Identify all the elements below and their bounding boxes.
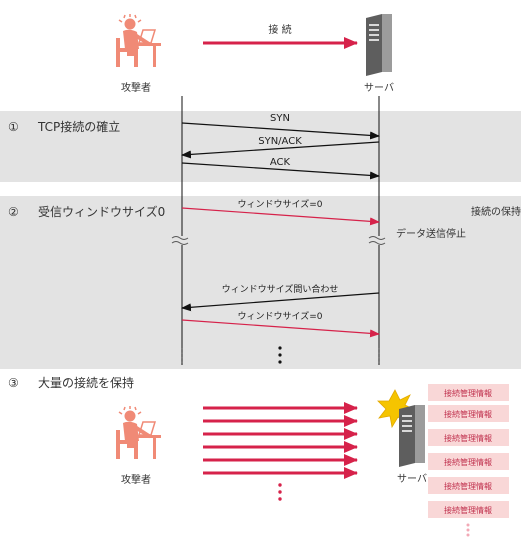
continuation-dots bbox=[278, 346, 282, 364]
server-lifeline-break bbox=[368, 236, 386, 245]
info-box bbox=[428, 453, 509, 470]
server-icon bbox=[366, 14, 392, 76]
mass-arrows-dots bbox=[278, 483, 282, 501]
section-1-title: TCP接続の確立 bbox=[37, 119, 120, 134]
band-section-2 bbox=[0, 196, 521, 369]
window-zero-label: ウィンドウサイズ=0 bbox=[238, 198, 323, 210]
mass-connection-arrows bbox=[203, 402, 358, 479]
syn-ack-arrow bbox=[181, 141, 380, 159]
info-box bbox=[428, 384, 509, 401]
band-section-1 bbox=[0, 111, 521, 182]
section-2-number: ② bbox=[8, 205, 19, 219]
info-box-label: 接続管理情報 bbox=[444, 505, 492, 515]
window-zero-repeat-arrow bbox=[181, 319, 380, 338]
section-3-number: ③ bbox=[8, 376, 19, 390]
window-zero-arrow bbox=[181, 207, 380, 226]
syn-ack-label: SYN/ACK bbox=[258, 136, 302, 147]
window-probe-arrow bbox=[181, 292, 380, 312]
info-box-label: 接続管理情報 bbox=[444, 481, 492, 491]
syn-arrow bbox=[181, 122, 380, 140]
attacker-icon bbox=[114, 12, 163, 69]
attacker-label: 攻撃者 bbox=[121, 81, 151, 94]
info-box-label: 接続管理情報 bbox=[444, 433, 492, 443]
attacker-lifeline-break bbox=[171, 236, 189, 245]
window-zero-repeat-label: ウィンドウサイズ=0 bbox=[238, 310, 323, 322]
syn-label: SYN bbox=[270, 113, 290, 124]
info-box-label: 接続管理情報 bbox=[444, 409, 492, 419]
ack-arrow bbox=[181, 162, 380, 180]
ack-label: ACK bbox=[270, 157, 291, 168]
attacker-label-mass: 攻撃者 bbox=[121, 473, 151, 486]
info-box-label: 接続管理情報 bbox=[444, 457, 492, 467]
stop-sending-note: データ送信停止 bbox=[396, 227, 466, 240]
connection-info-boxes: 接続管理情報 接続管理情報 接続管理情報 接続管理情報 接続管理情報 接続管理情… bbox=[428, 384, 509, 518]
info-box bbox=[428, 477, 509, 494]
info-boxes-dots bbox=[466, 523, 470, 537]
section-2-title: 受信ウィンドウサイズ0 bbox=[38, 204, 165, 219]
keep-connection-note: 接続の保持 bbox=[471, 205, 521, 218]
attacker-icon-mass bbox=[114, 404, 163, 461]
window-probe-label: ウィンドウサイズ問い合わせ bbox=[222, 283, 339, 295]
server-label: サーバ bbox=[364, 82, 394, 94]
server-icon-mass bbox=[399, 405, 425, 467]
info-box bbox=[428, 405, 509, 422]
connect-label: 接 続 bbox=[268, 23, 291, 36]
info-box-label: 接続管理情報 bbox=[444, 388, 492, 398]
section-3-title: 大量の接続を保持 bbox=[38, 375, 134, 390]
section-1-number: ① bbox=[8, 120, 19, 134]
info-box bbox=[428, 429, 509, 446]
server-label-mass: サーバ bbox=[397, 473, 427, 485]
explosion-icon bbox=[377, 389, 417, 429]
info-box bbox=[428, 501, 509, 518]
